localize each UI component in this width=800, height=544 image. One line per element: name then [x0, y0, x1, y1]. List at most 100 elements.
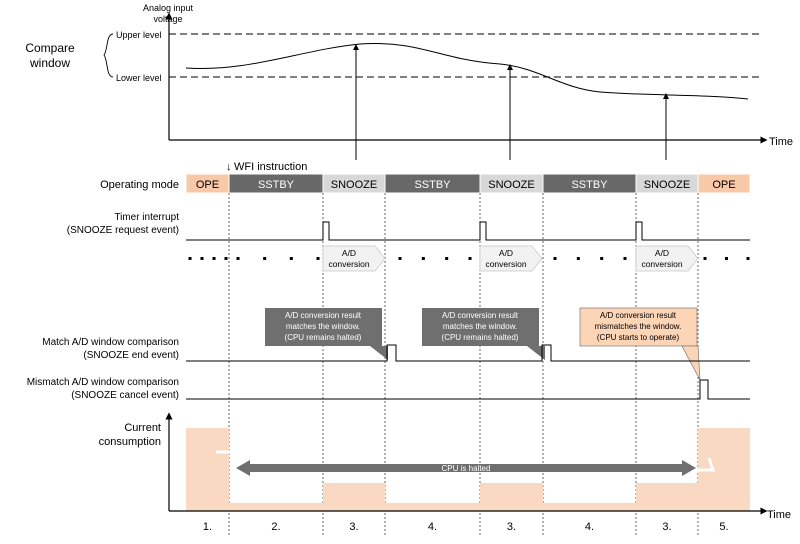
phase-number-2: 2.	[271, 521, 280, 533]
callout-mismatch-line3: (CPU starts to operate)	[597, 333, 680, 342]
phase-number-7: 3.	[662, 521, 671, 533]
activity-dot-2	[200, 257, 204, 260]
mode-label-6: SSTBY	[571, 179, 608, 191]
mode-label-3: SNOOZE	[331, 179, 377, 191]
voltage-axis-label-line1: Analog input	[143, 3, 194, 13]
operating-mode-row: OPE SSTBY SNOOZE SSTBY SNOOZE SSTBY SNOOZE OPE	[185, 173, 751, 194]
callout-match-2-line1: A/D conversion result	[442, 311, 519, 320]
break-mark-left	[216, 450, 239, 466]
callout-match-1-line3: (CPU remains halted)	[285, 333, 362, 342]
phase-boundary-lines	[228, 193, 699, 536]
cpu-halted-label: CPU is halted	[442, 464, 491, 473]
mode-label-7: SNOOZE	[644, 179, 690, 191]
callout-match-2-line3: (CPU remains halted)	[442, 333, 519, 342]
phase-number-6: 4.	[585, 521, 594, 533]
ad-conversion-1-line2: conversion	[328, 259, 369, 269]
ad-conversion-3-line1: A/D	[655, 248, 669, 258]
activity-dot-13	[553, 257, 557, 260]
ad-conversion-2-line2: conversion	[485, 259, 526, 269]
mode-block-2: SSTBY	[228, 173, 324, 194]
activity-dots-row	[188, 257, 750, 260]
ad-conversion-3-line2: conversion	[641, 259, 682, 269]
match-label-line1: Match A/D window comparison	[42, 337, 179, 348]
activity-dot-11	[445, 257, 449, 260]
mode-block-3: SNOOZE	[322, 173, 386, 194]
mismatch-label-line2: (SNOOZE cancel event)	[71, 390, 179, 401]
activity-dot-4	[224, 257, 228, 260]
mode-block-6: SSTBY	[542, 173, 637, 194]
activity-dot-15	[600, 257, 604, 260]
current-consumption-graph: Time Current consumption CPU is halted	[99, 412, 791, 521]
current-label-line1: Current	[124, 422, 161, 434]
activity-dot-16	[623, 257, 627, 260]
callout-match-1-line1: A/D conversion result	[285, 311, 362, 320]
ad-conversion-1-line1: A/D	[342, 248, 356, 258]
mode-block-7: SNOOZE	[635, 173, 699, 194]
timer-interrupt-label-line1: Timer interrupt	[114, 212, 179, 223]
upper-level-label: Upper level	[116, 30, 162, 40]
mode-label-1: OPE	[196, 179, 219, 191]
match-waveform	[186, 344, 750, 362]
voltage-axis-label-line2: voltage	[153, 14, 182, 24]
activity-dot-14	[576, 257, 580, 260]
time-label-bottom: Time	[767, 509, 791, 521]
mode-label-8: OPE	[712, 179, 735, 191]
lower-level-label: Lower level	[116, 73, 162, 83]
callout-match-1: A/D conversion result matches the window…	[265, 308, 388, 360]
break-mark-right	[693, 457, 716, 472]
mode-block-1: OPE	[185, 173, 230, 194]
compare-window-label-line1: Compare	[25, 41, 75, 55]
mismatch-label-line1: Mismatch A/D window comparison	[27, 377, 179, 388]
activity-dot-17	[703, 257, 707, 260]
analog-voltage-graph: Analog input voltage Time Upper level Lo…	[25, 3, 793, 160]
current-label-line2: consumption	[99, 436, 161, 448]
activity-dot-8	[316, 257, 320, 260]
compare-window-label-line2: window	[29, 56, 70, 70]
activity-dot-6	[263, 257, 267, 260]
phase-number-8: 5.	[719, 521, 728, 533]
wfi-instruction-label: WFI instruction	[234, 161, 307, 173]
callout-mismatch: A/D conversion result mismatches the win…	[579, 307, 701, 381]
phase-number-4: 4.	[428, 521, 437, 533]
mode-label-2: SSTBY	[258, 179, 295, 191]
wfi-arrow-glyph: ↓	[226, 161, 232, 173]
mismatch-waveform	[186, 379, 750, 400]
operating-mode-label: Operating mode	[100, 179, 179, 191]
activity-dot-5	[236, 257, 240, 260]
activity-dot-19	[746, 257, 750, 260]
phase-number-row: 1.2.3.4.3.4.3.5.	[203, 521, 729, 533]
mode-block-5: SNOOZE	[479, 173, 544, 194]
activity-dot-10	[421, 257, 425, 260]
callout-mismatch-line1: A/D conversion result	[600, 311, 677, 320]
callout-match-2: A/D conversion result matches the window…	[422, 308, 545, 360]
callout-mismatch-line2: mismatches the window.	[595, 322, 682, 331]
activity-dot-9	[398, 257, 402, 260]
mode-label-4: SSTBY	[414, 179, 451, 191]
current-consumption-area	[186, 428, 750, 511]
cpu-halted-double-arrow	[236, 460, 696, 476]
activity-dot-7	[289, 257, 293, 260]
activity-dot-3	[212, 257, 216, 260]
activity-dot-12	[468, 257, 472, 260]
mode-block-8: OPE	[697, 173, 751, 194]
ad-conversion-2-line1: A/D	[499, 248, 513, 258]
timer-interrupt-label-line2: (SNOOZE request event)	[67, 225, 179, 236]
activity-dot-1	[188, 257, 192, 260]
activity-dot-18	[725, 257, 728, 260]
mode-block-4: SSTBY	[384, 173, 481, 194]
phase-number-3: 3.	[349, 521, 358, 533]
time-label-top: Time	[769, 136, 793, 148]
current-consumption-area-fix	[480, 483, 543, 511]
match-label-line2: (SNOOZE end event)	[83, 350, 179, 361]
analog-voltage-curve	[185, 42, 749, 100]
mode-label-5: SNOOZE	[488, 179, 534, 191]
compare-window-bracket	[103, 33, 114, 78]
wfi-instruction: ↓ WFI instruction	[226, 161, 307, 173]
timer-interrupt-waveform	[186, 221, 750, 241]
